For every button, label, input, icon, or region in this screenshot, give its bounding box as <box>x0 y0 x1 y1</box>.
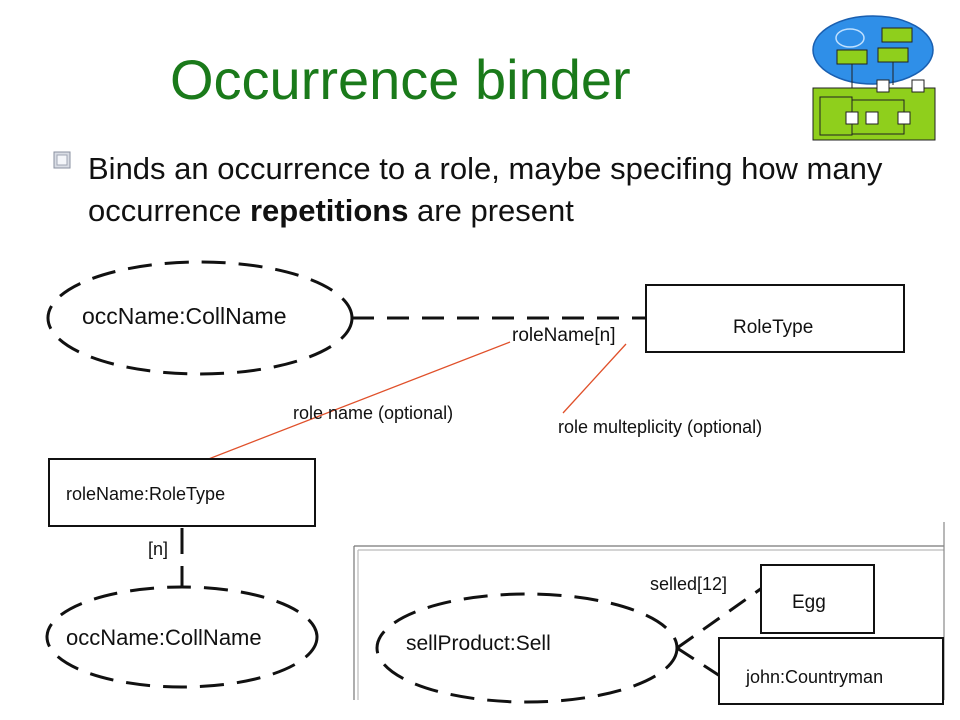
bottom-occurrence-ellipse <box>45 585 319 689</box>
bullet-text-after: are present <box>408 193 574 228</box>
bullet-icon <box>53 151 71 169</box>
slide-title: Occurrence binder <box>170 48 631 111</box>
annotation-multiplicity-line <box>562 343 627 414</box>
example-occurrence-label: sellProduct:Sell <box>406 632 551 655</box>
example-frame <box>353 522 945 700</box>
top-role-type-box <box>645 284 905 353</box>
bullet-text: Binds an occurrence to a role, maybe spe… <box>88 148 908 232</box>
example-role-egg-box <box>760 564 875 634</box>
bottom-occurrence-label: occName:CollName <box>66 625 262 650</box>
left-role-box <box>48 458 316 527</box>
left-multiplicity-label: [n] <box>148 539 168 559</box>
example-role-countryman-box <box>718 637 944 705</box>
top-role-type-label: RoleType <box>733 317 813 338</box>
example-binder-label: selled[12] <box>650 574 727 594</box>
annotation-role-name: role name (optional) <box>293 403 453 423</box>
bullet-emphasis: repetitions <box>249 193 409 228</box>
example-binder-egg-line <box>676 586 763 650</box>
left-role-label: roleName:RoleType <box>66 484 225 504</box>
top-occurrence-label: occName:CollName <box>82 303 287 329</box>
example-role-countryman-label: john:Countryman <box>745 667 883 687</box>
annotation-multiplicity: role multeplicity (optional) <box>558 417 762 437</box>
example-role-egg-label: Egg <box>792 592 826 613</box>
bullet-text-before: Binds an occurrence to a role, maybe spe… <box>88 151 883 228</box>
example-binder-countryman-line <box>676 646 721 678</box>
top-binder-label: roleName[n] <box>512 325 616 346</box>
model-logo-icon <box>812 15 936 141</box>
